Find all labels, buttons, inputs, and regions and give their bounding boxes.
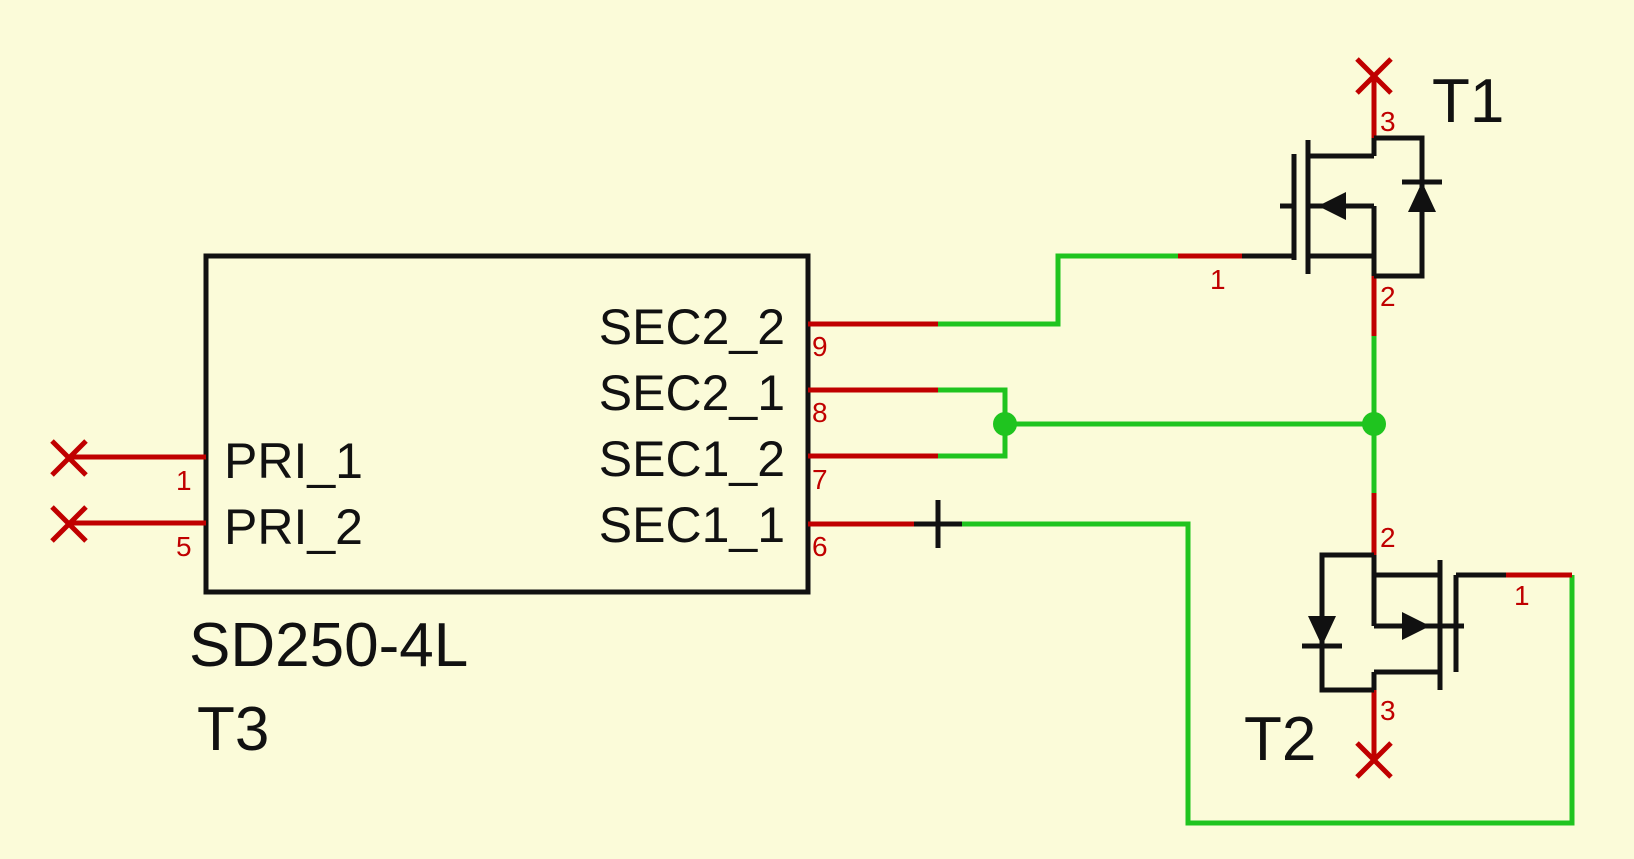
t3-pin-label-sec2-1: SEC2_1 xyxy=(599,365,785,421)
diode-icon xyxy=(1308,616,1336,646)
wire-end-marker-icon xyxy=(914,500,962,548)
t1-reference: T1 xyxy=(1432,67,1504,136)
wire-sec2-2-to-t1-gate[interactable] xyxy=(938,253,1178,327)
wire-sec1-1-to-t2-gate[interactable] xyxy=(938,521,1575,826)
t3-pin-label-pri-1: PRI_1 xyxy=(224,433,363,489)
t2-reference: T2 xyxy=(1244,705,1316,774)
junction-dot xyxy=(993,412,1017,436)
t3-pin-label-sec1-2: SEC1_2 xyxy=(599,431,785,487)
t3-pin-label-sec1-1: SEC1_1 xyxy=(599,497,785,553)
no-connect-icon xyxy=(50,505,88,543)
t3-component[interactable]: PRI_1 PRI_2 SEC2_2 SEC2_1 SEC1_2 SEC1_1 … xyxy=(50,253,938,764)
no-connect-icon xyxy=(1355,57,1393,95)
t3-pin-number-sec1-1: 6 xyxy=(812,531,828,562)
no-connect-icon xyxy=(50,439,88,477)
t3-pin-number-sec1-2: 7 xyxy=(812,464,828,495)
t2-component[interactable]: T2 2 3 1 xyxy=(1244,493,1572,779)
t3-pin-number-pri-1: 1 xyxy=(176,465,192,496)
t3-pin-number-sec2-2: 9 xyxy=(812,331,828,362)
t3-pin-label-sec2-2: SEC2_2 xyxy=(599,299,785,355)
t3-pin-number-pri-2: 5 xyxy=(176,531,192,562)
t1-component[interactable]: T1 3 2 1 xyxy=(1178,57,1504,336)
t1-pin-number-source: 2 xyxy=(1380,281,1396,312)
t2-pin-number-source: 2 xyxy=(1380,522,1396,553)
t2-pin-number-drain: 3 xyxy=(1380,695,1396,726)
t3-body xyxy=(203,253,811,595)
arrow-icon xyxy=(1318,192,1346,220)
t1-pin-number-drain: 3 xyxy=(1380,106,1396,137)
arrow-icon xyxy=(1402,612,1430,640)
t1-pin-number-gate: 1 xyxy=(1210,264,1226,295)
t3-part-value: SD250-4L xyxy=(189,611,468,680)
t2-pin-number-gate: 1 xyxy=(1514,580,1530,611)
junction-dot xyxy=(1362,412,1386,436)
t3-reference: T3 xyxy=(197,695,269,764)
t3-pin-number-sec2-1: 8 xyxy=(812,397,828,428)
diode-icon xyxy=(1408,182,1436,212)
no-connect-icon xyxy=(1355,741,1393,779)
t3-pin-label-pri-2: PRI_2 xyxy=(224,499,363,555)
